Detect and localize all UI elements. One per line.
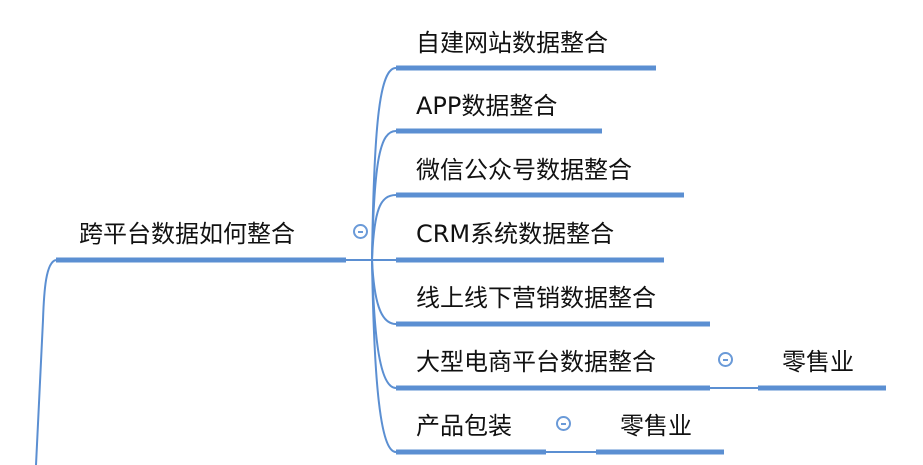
curve-5 bbox=[371, 259, 397, 325]
curve-3 bbox=[371, 194, 397, 261]
collapse-minus-icon[interactable] bbox=[353, 224, 368, 239]
branch-curves bbox=[371, 67, 397, 453]
parent-connector bbox=[35, 259, 57, 465]
root-node[interactable]: 跨平台数据如何整合 bbox=[79, 220, 295, 248]
curve-7 bbox=[371, 259, 397, 453]
branch-node-4[interactable]: CRM系统数据整合 bbox=[416, 220, 615, 248]
branch-node-1[interactable]: 自建网站数据整合 bbox=[416, 29, 608, 57]
collapse-minus-icon[interactable] bbox=[718, 352, 733, 367]
curve-2 bbox=[371, 130, 397, 261]
collapse-minus-icon[interactable] bbox=[556, 416, 571, 431]
child-node-6[interactable]: 零售业 bbox=[782, 348, 854, 376]
curve-1 bbox=[371, 67, 397, 261]
branch-node-3[interactable]: 微信公众号数据整合 bbox=[416, 156, 632, 184]
branch-node-2[interactable]: APP数据整合 bbox=[416, 92, 558, 120]
child-node-7[interactable]: 零售业 bbox=[620, 412, 692, 440]
branch-node-7[interactable]: 产品包装 bbox=[416, 412, 512, 440]
branch-underlines bbox=[396, 65, 886, 455]
branch-node-5[interactable]: 线上线下营销数据整合 bbox=[416, 284, 656, 312]
branch-node-6[interactable]: 大型电商平台数据整合 bbox=[416, 348, 656, 376]
